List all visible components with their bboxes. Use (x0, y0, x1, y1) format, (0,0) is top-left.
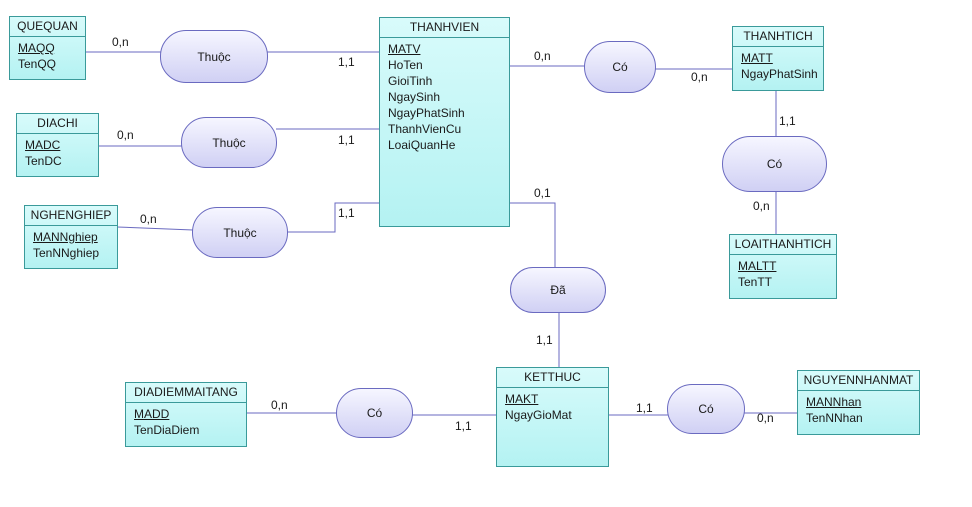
connector-thuoc-thanhvien-3 (287, 202, 381, 233)
relationship-co-loaithanhtich[interactable]: Có (722, 136, 827, 192)
attribute-primary-key: MADD (134, 407, 170, 421)
connector-nghenghiep-thuoc (116, 226, 194, 231)
entity-nguyennhanmat[interactable]: NGUYENNHANMAT MANNhan TenNNhan (797, 370, 920, 435)
attribute-primary-key: MANNghiep (33, 230, 98, 244)
cardinality-label: 0,n (691, 70, 708, 84)
attribute: ThanhVienCu (388, 122, 462, 136)
cardinality-label: 0,n (140, 212, 157, 226)
entity-diachi-title: DIACHI (17, 114, 98, 134)
entity-thanhtich-title: THANHTICH (733, 27, 823, 47)
relationship-thuoc-diachi[interactable]: Thuộc (181, 117, 277, 168)
relationship-co-diadiem[interactable]: Có (336, 388, 413, 438)
relationship-thuoc-quequan[interactable]: Thuộc (160, 30, 268, 83)
attribute: TenNNhan (806, 411, 863, 425)
attribute: GioiTinh (388, 74, 433, 88)
entity-nghenghiep-title: NGHENGHIEP (25, 206, 117, 226)
attribute: LoaiQuanHe (388, 138, 456, 152)
cardinality-label: 0,n (112, 35, 129, 49)
attribute: TenNNghiep (33, 246, 100, 260)
entity-loaithanhtich[interactable]: LOAITHANHTICH MALTT TenTT (729, 234, 837, 299)
attribute: NgayPhatSinh (388, 106, 465, 120)
entity-ketthuc-title: KETTHUC (497, 368, 608, 388)
entity-quequan[interactable]: QUEQUAN MAQQ TenQQ (9, 16, 86, 80)
cardinality-label: 0,1 (534, 186, 551, 200)
attribute-primary-key: MATV (388, 42, 421, 56)
relationship-co-nguyennhan[interactable]: Có (667, 384, 745, 434)
relationship-co-thanhtich[interactable]: Có (584, 41, 656, 93)
cardinality-label: 0,n (534, 49, 551, 63)
connector-thanhvien-da (510, 202, 556, 268)
attribute-primary-key: MAKT (505, 392, 539, 406)
cardinality-label: 1,1 (779, 114, 796, 128)
entity-diadiemmaitang-title: DIADIEMMAITANG (126, 383, 246, 403)
entity-thanhtich[interactable]: THANHTICH MATT NgayPhatSinh (732, 26, 824, 91)
cardinality-label: 1,1 (338, 133, 355, 147)
entity-loaithanhtich-title: LOAITHANHTICH (730, 235, 836, 255)
cardinality-label: 0,n (753, 199, 770, 213)
cardinality-label: 0,n (757, 411, 774, 425)
attribute: TenTT (738, 275, 773, 289)
entity-ketthuc[interactable]: KETTHUC MAKT NgayGioMat (496, 367, 609, 467)
entity-nghenghiep[interactable]: NGHENGHIEP MANNghiep TenNNghiep (24, 205, 118, 269)
entity-diadiemmaitang[interactable]: DIADIEMMAITANG MADD TenDiaDiem (125, 382, 247, 447)
cardinality-label: 0,n (271, 398, 288, 412)
attribute: TenDiaDiem (134, 423, 200, 437)
attribute: TenQQ (18, 57, 57, 71)
cardinality-label: 1,1 (338, 206, 355, 220)
relationship-da-ketthuc[interactable]: Đã (510, 267, 606, 313)
attribute-primary-key: MADC (25, 138, 61, 152)
cardinality-label: 1,1 (455, 419, 472, 433)
entity-thanhvien-title: THANHVIEN (380, 18, 509, 38)
cardinality-label: 1,1 (636, 401, 653, 415)
entity-nguyennhanmat-title: NGUYENNHANMAT (798, 371, 919, 391)
attribute-primary-key: MAQQ (18, 41, 55, 55)
attribute: HoTen (388, 58, 423, 72)
attribute-primary-key: MATT (741, 51, 773, 65)
entity-diachi[interactable]: DIACHI MADC TenDC (16, 113, 99, 177)
cardinality-label: 0,n (117, 128, 134, 142)
cardinality-label: 1,1 (536, 333, 553, 347)
attribute: NgayGioMat (505, 408, 572, 422)
attribute-primary-key: MANNhan (806, 395, 862, 409)
attribute-primary-key: MALTT (738, 259, 777, 273)
attribute: NgaySinh (388, 90, 441, 104)
attribute: TenDC (25, 154, 62, 168)
relationship-thuoc-nghenghiep[interactable]: Thuộc (192, 207, 288, 258)
entity-quequan-title: QUEQUAN (10, 17, 85, 37)
cardinality-label: 1,1 (338, 55, 355, 69)
attribute: NgayPhatSinh (741, 67, 818, 81)
entity-thanhvien[interactable]: THANHVIEN MATV HoTen GioiTinh NgaySinh N… (379, 17, 510, 227)
